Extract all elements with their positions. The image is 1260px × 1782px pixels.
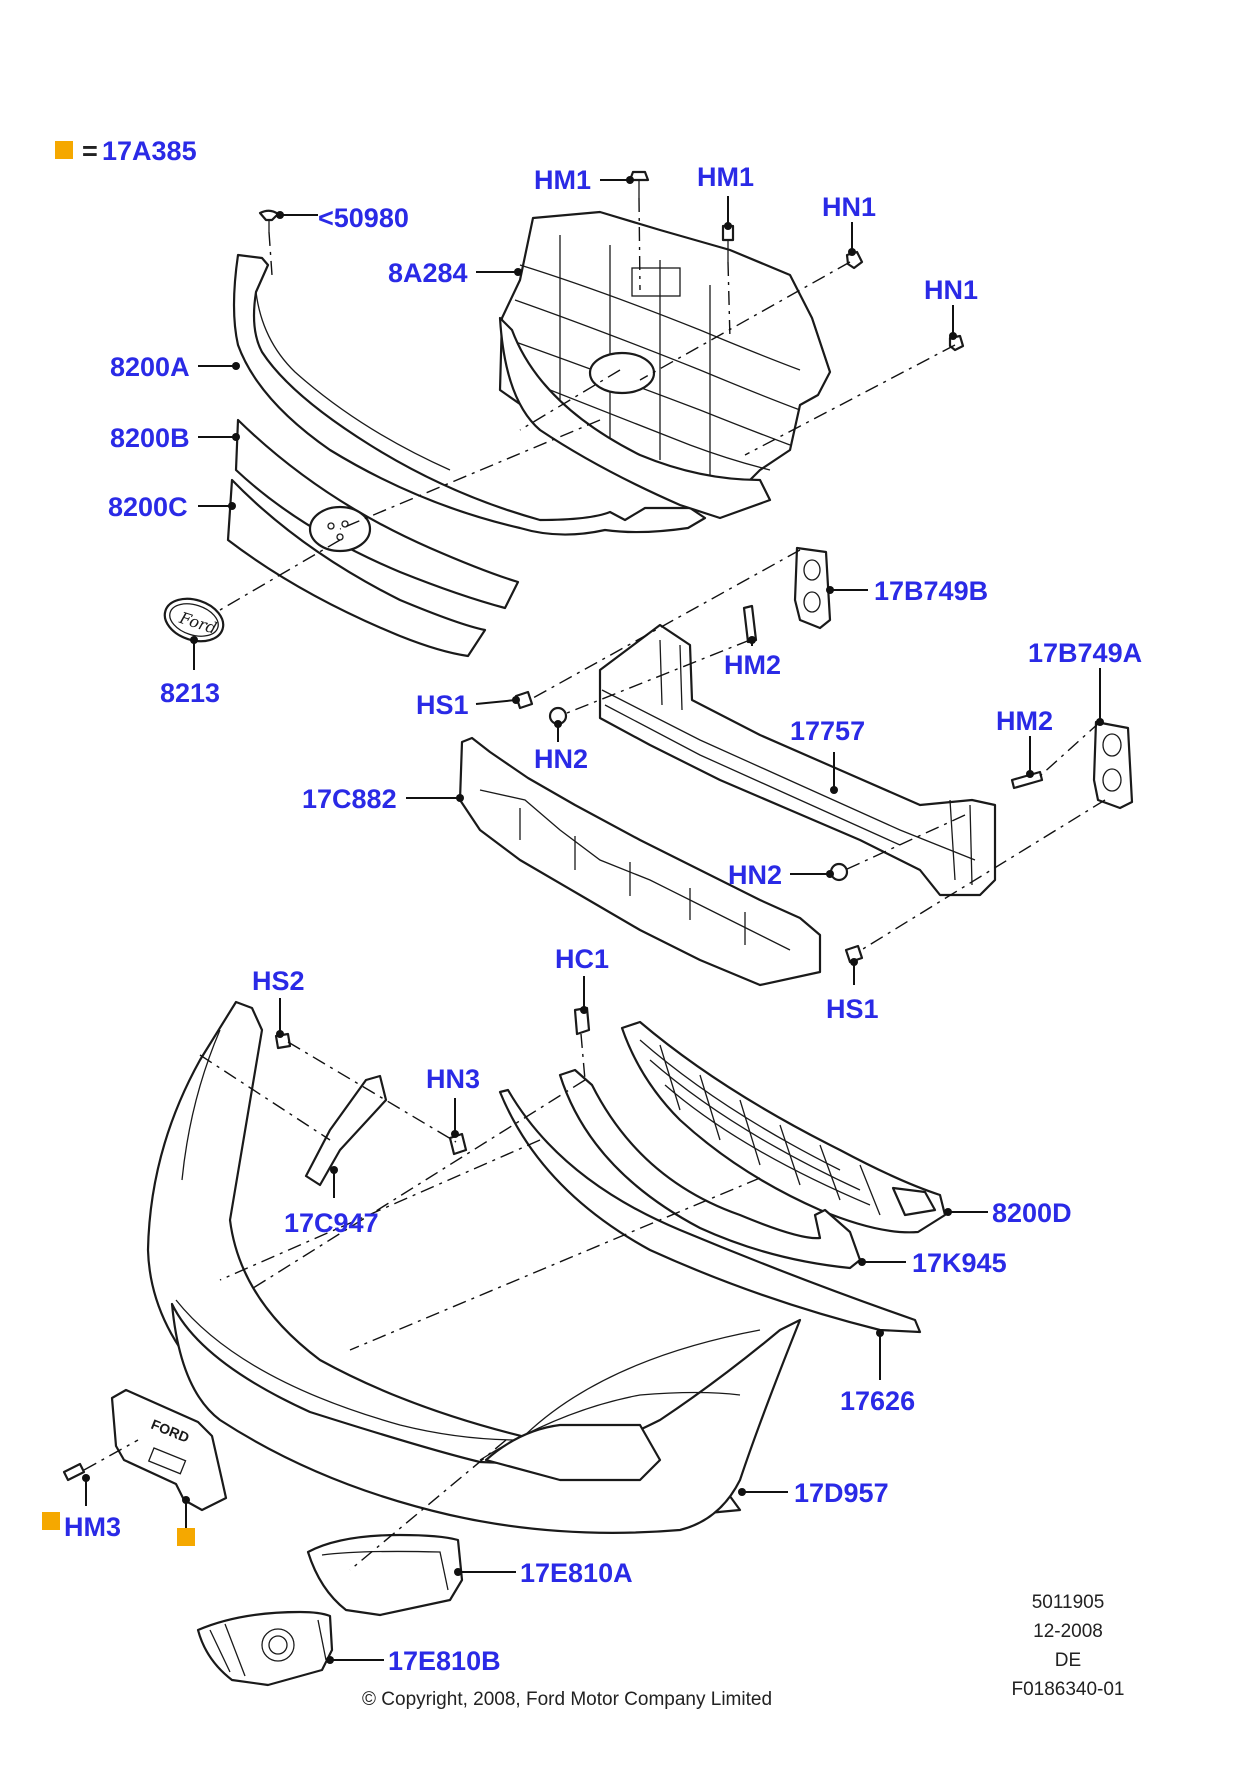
copyright: © Copyright, 2008, Ford Motor Company Li… <box>362 1689 772 1710</box>
label-hm2-a: HM2 <box>724 650 781 680</box>
label-17e810b: 17E810B <box>388 1646 501 1676</box>
part-17b749a-plate <box>1092 720 1134 810</box>
part-8a284-lower-lip <box>498 316 772 520</box>
label-8200b: 8200B <box>110 423 190 453</box>
label-hm1-a: HM1 <box>534 165 591 195</box>
label-hs1-b: HS1 <box>826 994 879 1024</box>
marker-plate <box>177 1528 195 1546</box>
part-17d957-bumper-cover <box>146 1000 802 1534</box>
label-17c882: 17C882 <box>302 784 397 814</box>
label-hc1: HC1 <box>555 944 609 974</box>
label-17b749a: 17B749A <box>1028 638 1142 668</box>
document-info: 5011905 12-2008 DE F0186340-01 © Copyrig… <box>362 1592 1125 1710</box>
label-8a284: 8A284 <box>388 258 468 288</box>
fastener-50980 <box>258 209 280 232</box>
svg-text:=: = <box>82 136 98 166</box>
label-hm3: HM3 <box>64 1512 121 1542</box>
legend: = 17A385 <box>55 136 197 166</box>
legend-text: 17A385 <box>102 136 197 166</box>
labels: <50980 HM1 HM1 HN1 HN1 8A284 8200A 8200B… <box>64 162 1142 1676</box>
legend-marker <box>55 141 73 159</box>
label-hm1-b: HM1 <box>697 162 754 192</box>
label-17c947: 17C947 <box>284 1208 379 1238</box>
label-hn3: HN3 <box>426 1064 480 1094</box>
part-17b749b-plate <box>793 546 832 630</box>
marker-hm3 <box>42 1512 60 1530</box>
label-8200c: 8200C <box>108 492 188 522</box>
label-hs2: HS2 <box>252 966 305 996</box>
part-17626-spoiler <box>498 1088 922 1334</box>
label-17d957: 17D957 <box>794 1478 889 1508</box>
part-8213-badge: Ford <box>163 597 225 643</box>
fastener-hs1-b <box>844 944 864 964</box>
label-hn1-b: HN1 <box>924 275 978 305</box>
part-8200d-lower-grille <box>620 1020 947 1234</box>
leaders <box>82 176 1104 1664</box>
label-hn2-b: HN2 <box>728 860 782 890</box>
label-8213: 8213 <box>160 678 220 708</box>
label-hm2-b: HM2 <box>996 706 1053 736</box>
label-50980: <50980 <box>318 203 409 233</box>
fastener-hm3 <box>62 1462 86 1482</box>
label-17e810a: 17E810A <box>520 1558 633 1588</box>
label-8200a: 8200A <box>110 352 190 382</box>
label-hn2-a: HN2 <box>534 744 588 774</box>
label-hs1-a: HS1 <box>416 690 469 720</box>
doc-number: 5011905 <box>1032 1592 1105 1613</box>
label-17b749b: 17B749B <box>874 576 988 606</box>
doc-ref: F0186340-01 <box>1011 1679 1124 1700</box>
fastener-hm1-a <box>628 170 650 198</box>
part-8a284-grille <box>498 210 832 502</box>
part-17c947-bracket <box>304 1074 388 1187</box>
part-17e810a-bezel <box>306 1533 464 1617</box>
doc-date: 12-2008 <box>1033 1621 1103 1642</box>
part-17k945-trim <box>558 1068 862 1270</box>
part-license-bracket: FORD <box>110 1388 228 1512</box>
fastener-hs1-a <box>514 690 534 710</box>
label-8200d: 8200D <box>992 1198 1072 1228</box>
label-hn1-a: HN1 <box>822 192 876 222</box>
doc-lang: DE <box>1055 1650 1081 1671</box>
label-17626: 17626 <box>840 1386 915 1416</box>
label-17757: 17757 <box>790 716 865 746</box>
part-8200a-bar <box>232 253 707 536</box>
label-17k945: 17K945 <box>912 1248 1007 1278</box>
part-17e810b-bezel <box>196 1610 334 1687</box>
part-17c882-absorber <box>458 736 822 987</box>
part-17757-beam <box>598 623 997 897</box>
